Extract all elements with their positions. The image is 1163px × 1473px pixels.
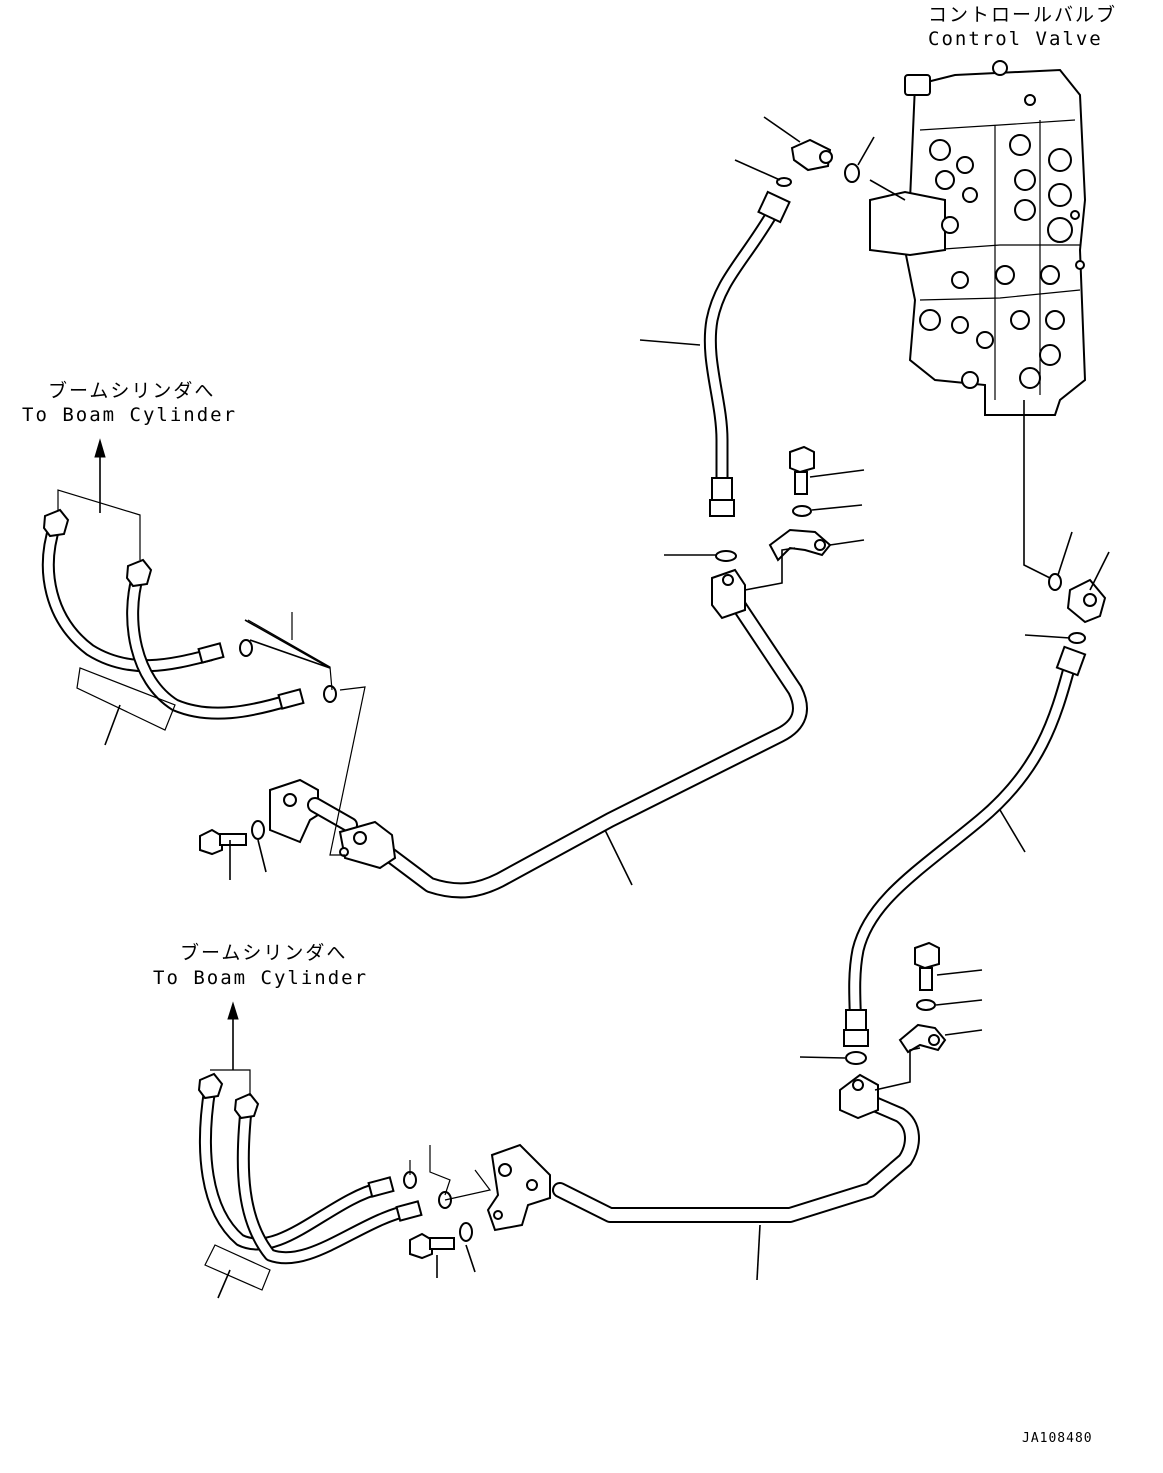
arrow-to-boom-lower bbox=[227, 1001, 239, 1020]
flange-block-lower bbox=[486, 1143, 551, 1232]
flange-blocks-upper bbox=[269, 778, 397, 870]
arrow-to-boom-upper bbox=[94, 438, 106, 458]
hose-lower-right bbox=[843, 645, 1087, 1065]
boom-cylinder-label-upper-jp: ブームシリンダへ bbox=[48, 380, 216, 402]
valve-elbow-fitting-1 bbox=[776, 138, 860, 187]
clamp-set-upper bbox=[768, 445, 832, 562]
control-valve-label-en: Control Valve bbox=[928, 28, 1103, 50]
boom-hoses-lower bbox=[197, 1072, 452, 1265]
boom-hoses-upper bbox=[41, 508, 337, 720]
boom-cylinder-label-upper-en: To Boam Cylinder bbox=[22, 404, 238, 426]
leader-lines bbox=[57, 116, 1110, 1299]
control-valve-label-jp: コントロールバルブ bbox=[928, 4, 1118, 26]
pipe-upper bbox=[382, 568, 808, 899]
valve-elbow-fitting-2 bbox=[1048, 573, 1107, 644]
boom-cylinder-label-lower-jp: ブームシリンダへ bbox=[180, 942, 348, 964]
pipe-lower bbox=[552, 1073, 920, 1223]
hose-upper bbox=[703, 190, 791, 562]
boom-cylinder-label-lower-en: To Boam Cylinder bbox=[153, 967, 369, 989]
bolt-washer-lower bbox=[409, 1222, 473, 1260]
drawing-number: JA108480 bbox=[1022, 1431, 1093, 1446]
clamp-set-lower bbox=[898, 941, 947, 1054]
control-valve bbox=[869, 60, 1087, 416]
bolt-washer-upper-left bbox=[199, 820, 265, 856]
